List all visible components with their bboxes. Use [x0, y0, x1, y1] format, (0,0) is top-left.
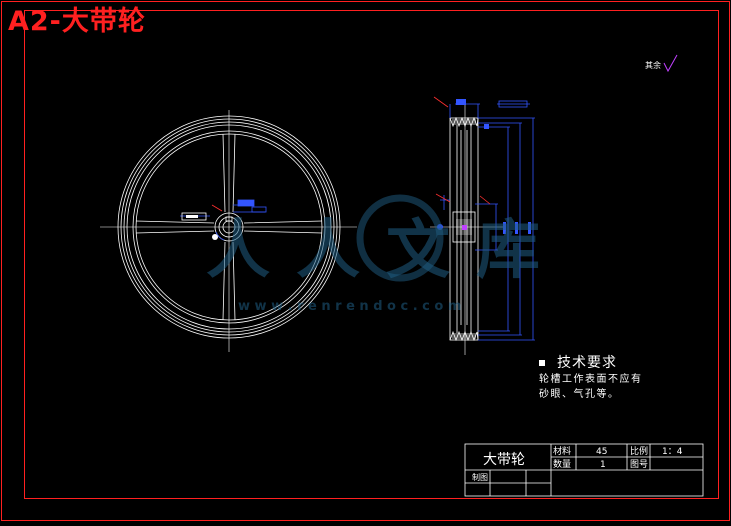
quantity-value: 1	[600, 460, 606, 470]
roughness-note: 其余	[645, 61, 661, 70]
hub-outer-circle	[214, 212, 244, 242]
tech-req-heading-row: 技术要求	[539, 352, 643, 372]
leader-line	[479, 195, 491, 205]
scale-value: 1：4	[662, 447, 683, 457]
tech-req-heading: 技术要求	[557, 355, 617, 371]
keyway	[225, 216, 233, 222]
tech-req-line-2: 砂眼、气孔等。	[539, 389, 620, 400]
dimension-tag	[498, 100, 528, 108]
spoke-left	[135, 220, 215, 234]
drawing-no-label: 图号	[630, 459, 648, 470]
inner-frame	[24, 10, 719, 499]
key-slot-dimension	[181, 212, 207, 221]
material-label: 材料	[553, 445, 571, 457]
watermark: 人人文库 w w w . r e n r e n d o c . c o m	[206, 194, 566, 314]
hub-section	[452, 211, 476, 243]
leader-line	[433, 96, 449, 108]
technical-requirements: 技术要求 轮槽工作表面不应有 砂眼、气孔等。	[539, 352, 643, 402]
pulley-grooves-bottom	[449, 330, 479, 342]
title-block-grid	[464, 443, 704, 497]
rim-inner-circle	[135, 133, 323, 321]
sheet-label: A2-大带轮	[8, 6, 146, 37]
spoke-top	[222, 133, 236, 213]
section-dimensions	[440, 103, 535, 341]
groove-hatch-top	[452, 119, 476, 125]
rim-groove-circle	[126, 124, 332, 330]
center-mark	[211, 204, 223, 212]
groove-hatch-bottom	[452, 333, 476, 339]
leader-line	[435, 193, 451, 203]
roughness-symbol	[663, 54, 678, 73]
vertical-dim-text	[515, 222, 518, 234]
rim-outer-circle	[117, 115, 341, 339]
hub-dimension-bracket	[440, 195, 450, 210]
rim-inner-circle	[132, 130, 326, 324]
front-view	[100, 110, 357, 352]
rim-section	[449, 117, 479, 341]
spoke-right	[243, 220, 323, 234]
watermark-text: 人人文库	[206, 214, 566, 288]
pulley-grooves-top	[449, 116, 479, 128]
spoke-bottom	[222, 241, 236, 321]
vertical-dim-text	[503, 222, 506, 234]
dimension-box	[251, 206, 267, 213]
dimension-box	[237, 199, 255, 207]
watermark-url: w w w . r e n r e n d o c . c o m	[238, 299, 461, 314]
material-value: 45	[596, 447, 607, 457]
tech-req-line-1: 轮槽工作表面不应有	[539, 374, 643, 385]
keyway-mark	[462, 225, 467, 230]
vertical-dim-text	[528, 222, 531, 234]
hub-dimension-arc	[215, 231, 225, 241]
rim-groove-circle	[123, 121, 335, 333]
part-name: 大带轮	[483, 452, 525, 468]
roughness-mark	[484, 124, 489, 129]
quantity-label: 数量	[553, 458, 571, 470]
rim-groove-circle	[120, 118, 338, 336]
watermark-logo-ring	[356, 194, 444, 282]
dimension-tag-fill	[456, 99, 466, 105]
scale-label: 比例	[630, 445, 648, 457]
bullet-icon	[539, 360, 545, 366]
center-dot	[212, 234, 218, 240]
key-slot-dimension-fill	[186, 215, 198, 218]
drafter-label: 制图	[472, 472, 488, 482]
